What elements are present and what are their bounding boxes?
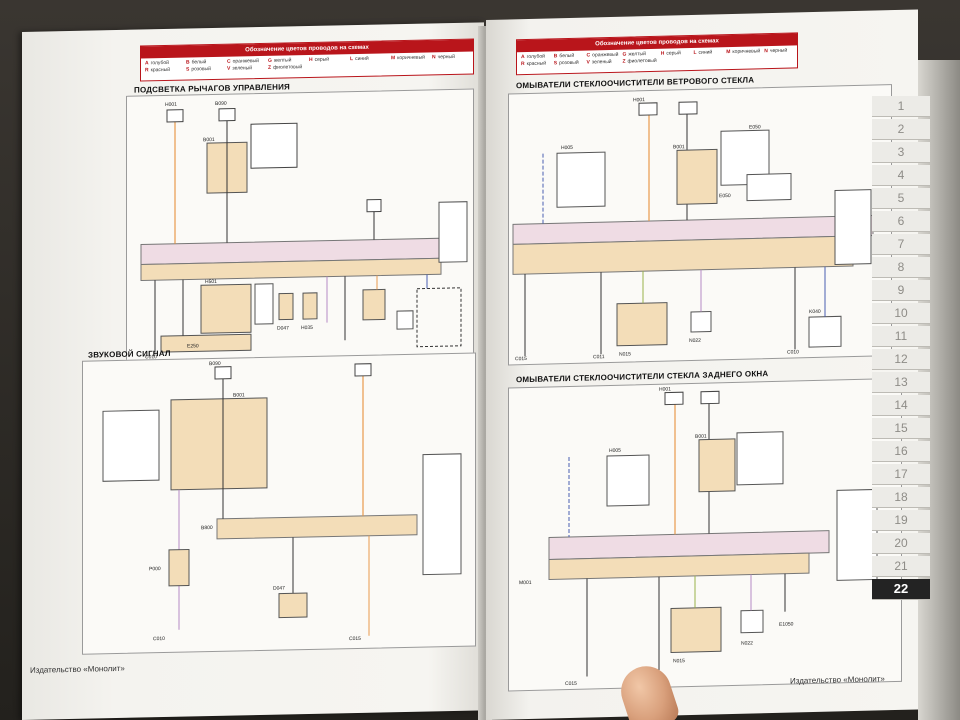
- diagram-rear-washers-svg: H001H005B001M001C015N015N022E1050C016: [519, 386, 878, 687]
- component-label: B001: [695, 434, 707, 440]
- chapter-tab-19[interactable]: 19: [872, 509, 930, 532]
- chapter-tab-9[interactable]: 9: [872, 279, 930, 302]
- component-label: C015: [565, 681, 577, 687]
- component-label: N015: [619, 351, 631, 357]
- section-title-horn: ЗВУКОВОЙ СИГНАЛ: [88, 348, 171, 360]
- chapter-tab-4[interactable]: 4: [872, 164, 930, 187]
- component-label: B001: [673, 144, 685, 150]
- component-label: C010: [153, 636, 165, 642]
- component-label: D047: [277, 325, 289, 331]
- component-label: B001: [203, 137, 215, 143]
- chapter-tab-18[interactable]: 18: [872, 486, 930, 509]
- component-label: H001: [633, 97, 645, 103]
- component-label: C015: [515, 356, 527, 362]
- component-label: C010: [145, 354, 157, 360]
- chapter-tab-21[interactable]: 21: [872, 555, 930, 578]
- chapter-tab-8[interactable]: 8: [872, 256, 930, 279]
- component-label: H001: [165, 102, 177, 108]
- component-label: B001: [233, 392, 245, 398]
- chapter-tab-2[interactable]: 2: [872, 118, 930, 141]
- chapter-tab-15[interactable]: 15: [872, 417, 930, 440]
- chapter-tab-22[interactable]: 22: [872, 578, 930, 601]
- component-label: B800: [201, 525, 213, 531]
- component-label: H001: [659, 386, 671, 392]
- component-label: N022: [741, 640, 753, 646]
- chapter-tab-7[interactable]: 7: [872, 233, 930, 256]
- chapter-tab-1[interactable]: 1: [872, 96, 930, 118]
- chapter-tab-20[interactable]: 20: [872, 532, 930, 555]
- component-label: P000: [149, 566, 161, 572]
- footer-publisher-right: Издательство «Монолит»: [790, 674, 885, 686]
- component-label: H501: [205, 279, 217, 285]
- component-label: N022: [689, 338, 701, 344]
- component-label: K040: [809, 309, 821, 315]
- component-label: E050: [719, 193, 731, 199]
- chapter-tab-10[interactable]: 10: [872, 302, 930, 325]
- component-label: C015: [349, 636, 361, 642]
- component-label: M001: [519, 580, 532, 586]
- component-label: H035: [301, 325, 313, 331]
- chapter-tab-13[interactable]: 13: [872, 371, 930, 394]
- footer-publisher-left: Издательство «Монолит»: [30, 663, 125, 675]
- component-label: N015: [673, 658, 685, 664]
- chapter-tab-6[interactable]: 6: [872, 210, 930, 233]
- component-label: B090: [209, 361, 221, 367]
- component-label: E1050: [779, 621, 794, 627]
- component-label: C011: [593, 354, 605, 360]
- chapter-tab-3[interactable]: 3: [872, 141, 930, 164]
- component-label: E250: [187, 343, 199, 349]
- component-label: B090: [215, 101, 227, 107]
- diagram-rear-washers: H001H005B001M001C015N015N022E1050C016: [508, 377, 902, 692]
- chapter-tab-17[interactable]: 17: [872, 463, 930, 486]
- chapter-tab-12[interactable]: 12: [872, 348, 930, 371]
- component-label: D047: [273, 585, 285, 591]
- component-label: E050: [749, 124, 761, 130]
- component-label: C010: [787, 349, 799, 355]
- chapter-tab-5[interactable]: 5: [872, 187, 930, 210]
- chapter-tab-14[interactable]: 14: [872, 394, 930, 417]
- component-label: H005: [609, 448, 621, 454]
- component-label: H005: [561, 145, 573, 151]
- chapter-tab-11[interactable]: 11: [872, 325, 930, 348]
- chapter-tab-16[interactable]: 16: [872, 440, 930, 463]
